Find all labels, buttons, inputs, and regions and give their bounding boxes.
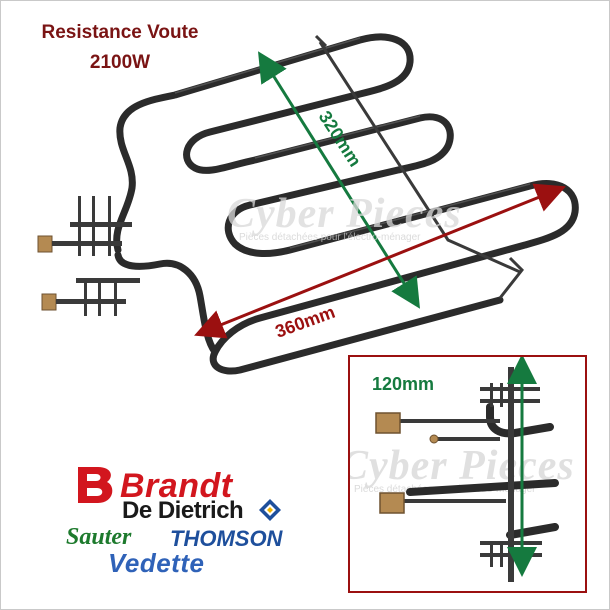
product-title-power: 2100W [89,52,151,73]
width-dimension-arrow [194,183,566,339]
compatible-brands: Brandt De Dietrich Sauter THOMSON Vedett… [60,460,300,580]
product-title-name: Resistance Voute [41,22,199,43]
thomson-name: THOMSON [170,526,283,551]
de-dietrich-name: De Dietrich [122,497,244,524]
vedette-name: Vedette [108,548,205,578]
depth-dimension-label: 320mm [315,107,366,170]
connector-detail-inset: Cyber Pieces Pièces détachées pour l'éle… [348,355,587,593]
sauter-name: Sauter [66,524,132,550]
product-title: Resistance Voute 2100W [20,18,220,78]
connector-spacing-label: 120mm [372,374,435,394]
connector-bracket [37,196,140,316]
de-dietrich-diamond-icon [259,499,281,521]
brandt-name: Brandt [120,467,233,505]
connector-detail-drawing [375,357,559,582]
heating-element [113,33,579,375]
brandt-b-icon [78,467,113,503]
